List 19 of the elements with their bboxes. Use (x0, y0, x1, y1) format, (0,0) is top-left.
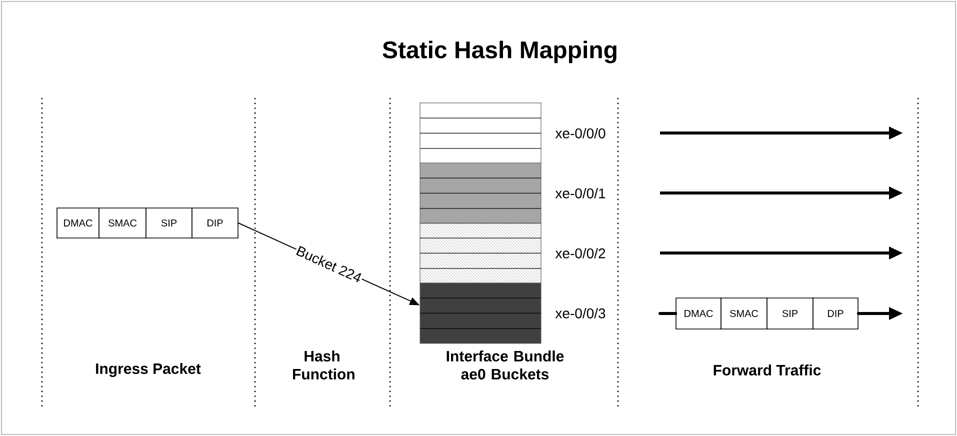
bucket-group (420, 282, 542, 344)
interface-label: xe-0/0/2 (555, 248, 606, 258)
interface-label: xe-0/0/3 (555, 308, 606, 318)
field-box: DIP (812, 298, 858, 330)
column-heading: Ingress Packet (96, 362, 201, 378)
column-heading: Forward Traffic (714, 364, 821, 376)
title: Static Hash Mapping (382, 40, 616, 64)
bucket-group (420, 102, 542, 164)
interface-label: xe-0/0/1 (555, 188, 606, 198)
field-box: SIP (146, 208, 192, 238)
field-box: SIP (766, 298, 814, 330)
field-box: SMAC (98, 208, 146, 238)
field-box: DMAC (56, 208, 100, 238)
interface-label: xe-0/0/0 (555, 128, 606, 138)
field-box: DIP (192, 208, 238, 238)
field-box: SMAC (720, 298, 768, 330)
column-heading: Hash Function (293, 350, 354, 380)
field-box: DMAC (676, 298, 722, 330)
bucket-group (420, 162, 542, 224)
